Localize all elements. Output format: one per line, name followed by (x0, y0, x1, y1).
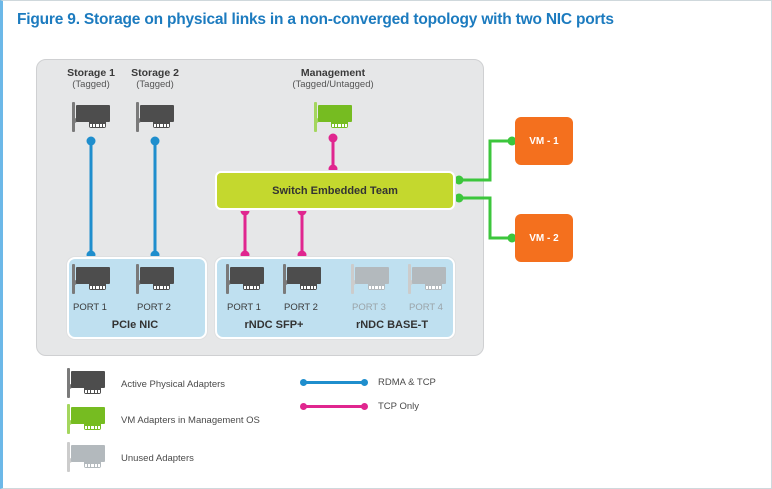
bracket (67, 368, 70, 398)
connector-tab (89, 122, 106, 128)
vnic-label-storage-2: Storage 2 (Tagged) (131, 67, 179, 90)
port-label-rndc-baset-3: PORT 3 (352, 302, 386, 313)
legend-label-vm-adapter: VM Adapters in Management OS (121, 415, 260, 426)
bracket (351, 264, 354, 294)
bracket (314, 102, 317, 132)
legend-icon-active-adapter (67, 368, 105, 398)
vm-label-2: VM - 2 (529, 232, 559, 244)
switch-embedded-team-box[interactable]: Switch Embedded Team (215, 171, 455, 210)
bracket (283, 264, 286, 294)
vnic-label-storage-1: Storage 1 (Tagged) (67, 67, 115, 90)
vm-box-2[interactable]: VM - 2 (515, 214, 573, 262)
knob (408, 280, 413, 285)
port-label-rndc-baset-4: PORT 4 (409, 302, 443, 313)
adapter-icon-pcie-port-2 (136, 264, 174, 294)
knob (283, 280, 288, 285)
legend-line-tcp-only (303, 405, 365, 408)
knob (72, 118, 77, 123)
knob (351, 280, 356, 285)
card-body (355, 267, 389, 284)
connector-tab (300, 284, 317, 290)
knob (72, 280, 77, 285)
port-label-pcie-1: PORT 1 (73, 302, 107, 313)
legend-dot-rdma-tcp-end (361, 379, 368, 386)
legend-dot-rdma-tcp-start (300, 379, 307, 386)
knob (67, 420, 72, 425)
legend-label-tcp-only: TCP Only (378, 401, 420, 412)
nic-group-label-pcie: PCIe NIC (111, 319, 159, 331)
connector-tab (153, 122, 170, 128)
legend-icon-vm-adapter (67, 404, 105, 434)
port-label-pcie-2: PORT 2 (137, 302, 171, 313)
nic-group-label-rndc-baset: rNDC BASE-T (355, 319, 429, 331)
legend-dot-tcp-only-end (361, 403, 368, 410)
adapter-icon-rndc-sfp-port-1 (226, 264, 264, 294)
vm-box-1[interactable]: VM - 1 (515, 117, 573, 165)
adapter-icon-rndc-baset-port-4 (408, 264, 446, 294)
connector-tab (84, 424, 101, 430)
card-body (76, 267, 110, 284)
knob (67, 458, 72, 463)
connector-tab (425, 284, 442, 290)
bracket (72, 264, 75, 294)
adapter-icon-rndc-sfp-port-2 (283, 264, 321, 294)
card-body (71, 407, 105, 424)
connector-tab (243, 284, 260, 290)
bracket (67, 442, 70, 472)
knob (67, 384, 72, 389)
card-body (318, 105, 352, 122)
connector-tab (84, 462, 101, 468)
switch-embedded-team-label: Switch Embedded Team (272, 184, 398, 197)
legend-line-rdma-tcp (303, 381, 365, 384)
connector-tab (368, 284, 385, 290)
vm-label-1: VM - 1 (529, 135, 559, 147)
bracket (67, 404, 70, 434)
card-body (412, 267, 446, 284)
adapter-icon-storage-1 (72, 102, 110, 132)
card-body (71, 445, 105, 462)
legend-label-unused-adapter: Unused Adapters (121, 453, 194, 464)
card-body (140, 105, 174, 122)
connector-tab (89, 284, 106, 290)
vnic-label-management: Management (Tagged/Untagged) (292, 67, 374, 90)
legend-label-rdma-tcp: RDMA & TCP (378, 377, 436, 388)
card-body (76, 105, 110, 122)
knob (226, 280, 231, 285)
port-label-rndc-sfp-1: PORT 1 (227, 302, 261, 313)
card-body (140, 267, 174, 284)
figure-title: Figure 9. Storage on physical links in a… (17, 11, 614, 28)
adapter-icon-management (314, 102, 352, 132)
legend: Active Physical Adapters VM Adapters in … (3, 363, 771, 483)
bracket (226, 264, 229, 294)
legend-label-active-adapter: Active Physical Adapters (121, 379, 226, 390)
connector-tab (331, 122, 348, 128)
bracket (136, 264, 139, 294)
knob (136, 118, 141, 123)
bracket (72, 102, 75, 132)
card-body (230, 267, 264, 284)
legend-icon-unused-adapter (67, 442, 105, 472)
adapter-icon-rndc-baset-port-3 (351, 264, 389, 294)
nic-group-label-rndc-sfp: rNDC SFP+ (244, 319, 304, 331)
card-body (71, 371, 105, 388)
connector-tab (153, 284, 170, 290)
card-body (287, 267, 321, 284)
connector-tab (84, 388, 101, 394)
legend-dot-tcp-only-start (300, 403, 307, 410)
bracket (408, 264, 411, 294)
port-label-rndc-sfp-2: PORT 2 (284, 302, 318, 313)
knob (136, 280, 141, 285)
adapter-icon-storage-2 (136, 102, 174, 132)
adapter-icon-pcie-port-1 (72, 264, 110, 294)
bracket (136, 102, 139, 132)
knob (314, 118, 319, 123)
